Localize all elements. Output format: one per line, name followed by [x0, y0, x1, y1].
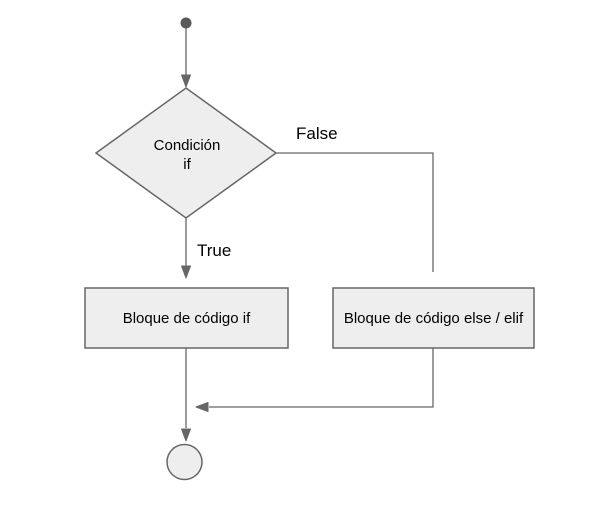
edge-else-merge-line — [209, 348, 434, 408]
process-else-label: Bloque de código else / elif — [344, 310, 524, 327]
false-branch-label: False — [296, 124, 338, 143]
true-branch-label: True — [197, 241, 231, 260]
start-dot — [180, 17, 192, 29]
process-else-box — [332, 287, 535, 349]
end-circle — [166, 443, 203, 481]
decision-label-line2: if — [183, 156, 191, 173]
edge-false-branch-line — [276, 152, 434, 272]
process-if-box — [84, 287, 289, 349]
edge-else-merge-arrowhead-icon — [195, 402, 209, 412]
process-if-label: Bloque de código if — [123, 310, 251, 327]
decision-label-line1: Condición — [154, 137, 221, 154]
edge-true-branch-arrowhead-icon — [181, 265, 191, 279]
edge-if-to-end-arrowhead-icon — [181, 428, 191, 442]
edge-start-to-decision-arrowhead-icon — [181, 74, 191, 88]
